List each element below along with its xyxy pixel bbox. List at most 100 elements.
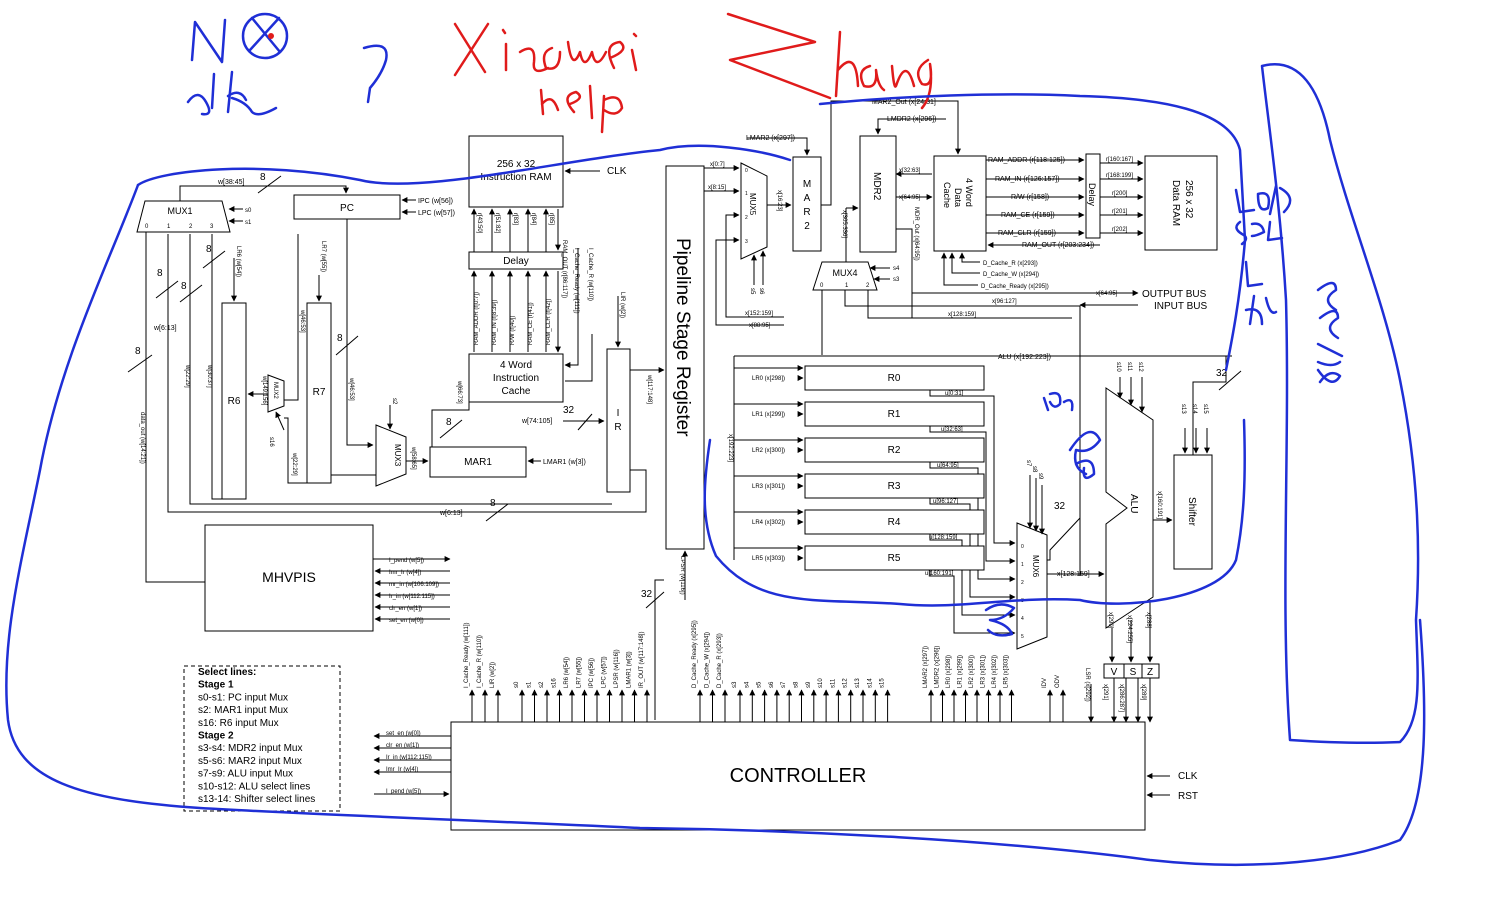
w38-45-label: w[38:45] [217, 179, 245, 186]
lmar2-label: LMAR2 (x[297]) [746, 135, 795, 142]
ink-x-red [453, 22, 490, 77]
controller-output-signal: D_Cache_W (x[294]) [705, 632, 711, 688]
register-load-r2: LR2 (x[300]) [752, 448, 785, 454]
icache-line3: Cache [502, 386, 531, 397]
register-r3 [804, 473, 985, 499]
s15-label: s15 [1202, 404, 1208, 414]
register-output-r4: u[128:159] [929, 535, 958, 541]
mar2-register [792, 156, 822, 252]
data-ram [1144, 155, 1218, 251]
legend-line: Stage 2 [198, 731, 234, 742]
s10-label: s10 [1115, 362, 1121, 372]
register-r2 [804, 437, 985, 463]
x128-159b-label: x[128:159] [1057, 571, 1090, 578]
mux5-s5: s5 [749, 288, 755, 295]
controller-output-signal: s15 [880, 678, 886, 688]
controller-output-signal: IPC (w[56]) [589, 658, 595, 688]
w30-37-label: w[30:37] [206, 364, 212, 388]
w46-53-b: w[46:53] [348, 377, 354, 401]
i-cache-r-label: I_Cache_R (w[110]) [587, 248, 593, 301]
x0-7-label: x[0:7] [710, 162, 725, 168]
register-output-r1: u[32:63] [941, 427, 963, 433]
legend-line: s7-s9: ALU input Mux [198, 769, 293, 780]
svg-text:2: 2 [745, 215, 748, 221]
legend-line: s10-s12: ALU select lines [198, 781, 310, 792]
controller-output-signal: s9 [806, 681, 812, 688]
mux2-label: MUX2 [272, 382, 278, 399]
mux5 [740, 162, 768, 260]
ram-clr2-label: RAM_CLR (r[159]) [998, 230, 1056, 237]
ink-enclosure [136, 93, 1247, 607]
bus-8-mar: 8 [446, 417, 452, 428]
mdr2-register [859, 135, 897, 253]
mux4 [812, 261, 878, 291]
register-label-r1: R1 [888, 409, 901, 420]
ram-in2-label: RAM_IN (r[126:157]) [995, 176, 1060, 183]
controller-output-signal: LMAR1 (w[3]) [627, 651, 633, 688]
ink-xiaowei [501, 28, 638, 73]
x286-287-label: x[286:287] [1118, 684, 1124, 712]
r7-register [306, 302, 332, 484]
shifter-label: Shifter [1186, 497, 1197, 527]
lr6-label: LR6 (w[54]) [235, 246, 241, 277]
ram-out2-label: RAM_OUT (r[203:234]) [1022, 242, 1094, 249]
bus-32-shifter: 32 [1216, 368, 1228, 379]
controller-input-signal: I_pend (w[5]) [386, 789, 421, 795]
mar2-a: A [804, 193, 811, 204]
ram-addr2-label: RAM_ADDR (r[118:125]) [988, 157, 1065, 164]
rw2-label: R/W (r[158]) [1011, 194, 1049, 201]
data-ram-title-2: Data RAM [1170, 180, 1181, 226]
lpc-label: LPC (w[57]) [418, 210, 455, 217]
instruction-cache [468, 353, 564, 403]
lsr-label: LSR (x[292]) [1084, 668, 1090, 702]
controller-output-signal: LR4 (x[302]) [992, 655, 998, 688]
ink-stroke [190, 18, 227, 64]
controller-output-signal: I_Cache_Ready (w[111]) [464, 623, 470, 688]
pipeline-label: Pipeline Stage Register [672, 238, 693, 437]
ink-load-sel [1234, 184, 1292, 246]
r168-199-label: r[168:199] [1106, 173, 1133, 179]
w58-65-label: w[58:65] [410, 446, 416, 470]
delay-data [1085, 153, 1101, 239]
mux1-in2: 2 [189, 224, 193, 230]
pc-label: PC [340, 203, 354, 214]
svg-text:1: 1 [745, 191, 748, 197]
flag-s-label: S [1130, 667, 1137, 678]
s8-label: s8 [1031, 466, 1037, 473]
input-bus-label: INPUT BUS [1154, 301, 1207, 312]
controller-output-signal: s0 [514, 681, 520, 688]
dcache-line3: Cache [942, 182, 952, 208]
register-r1 [804, 401, 985, 427]
controller-output-signal: s2 [539, 681, 545, 688]
mar2-out-label: MAR2_Out (x[24:31] [872, 99, 936, 106]
s12-label: s12 [1137, 362, 1143, 372]
ram-in-label: RAM_IN (r[8:39]) [492, 300, 498, 345]
x128-159-label: x[128:159] [948, 312, 976, 318]
svg-text:3: 3 [745, 239, 748, 245]
w149-156-label: w[149:156] [261, 375, 267, 406]
register-load-r1: LR1 (x[299]) [752, 412, 785, 418]
x289-label: x[289] [1140, 684, 1146, 701]
x64-95b-label: x[64:95] [1096, 291, 1118, 297]
alu-bus-label: ALU (x[192:223]) [998, 354, 1051, 361]
w6-13-b-label: w[6:13] [439, 510, 463, 517]
ram-addr-label: RAM_ADDR (r[0:7]) [474, 292, 480, 345]
controller-output-signal: s11 [830, 678, 836, 688]
mux1-s1: s1 [245, 220, 252, 226]
bus-8-a: 8 [260, 172, 266, 183]
pipeline-stage-register [665, 165, 705, 550]
mux4-s4: s4 [893, 266, 900, 272]
controller-output-signal: I_Cache_R (w[110]) [477, 635, 483, 688]
controller-output-signal: LMAR2 (x[297]) [923, 646, 929, 688]
controller-output-signal: D_Cache_R (x[293]) [717, 633, 723, 688]
legend-line: s0-s1: PC input Mux [198, 692, 288, 703]
register-label-r5: R5 [888, 553, 901, 564]
controller-output-signal: D_Cache_Ready (x[295]) [692, 620, 698, 688]
mux6-input-0: 0 [1021, 544, 1024, 550]
controller-input-signal: clr_en (w[1]) [386, 743, 419, 749]
s13-label: s13 [1180, 404, 1186, 414]
mhvpis-block [204, 524, 374, 632]
r160-167-label: r[160:167] [1106, 157, 1133, 163]
bus-8-bottom: 8 [490, 498, 496, 509]
